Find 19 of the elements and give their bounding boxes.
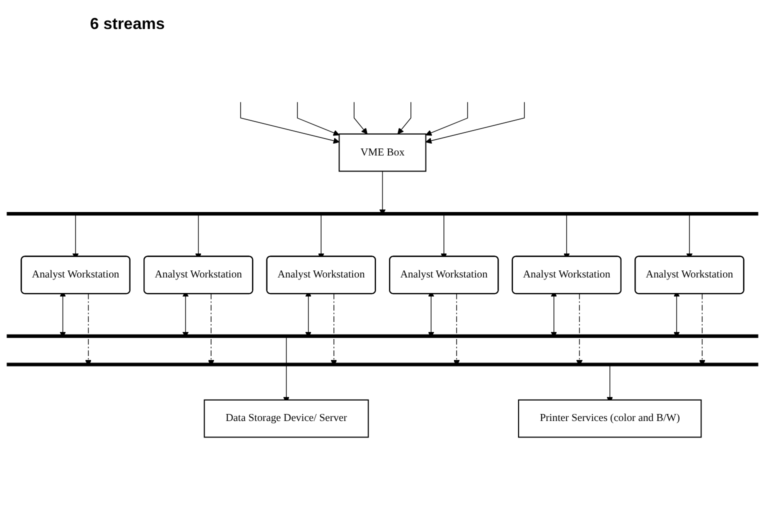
- arrow: [426, 102, 525, 144]
- process-box: VME Box: [338, 133, 426, 172]
- bus-line: [6, 334, 758, 338]
- bus-line: [6, 362, 758, 366]
- workstation-box: Analyst Workstation: [512, 256, 622, 294]
- workstation-box: Analyst Workstation: [266, 256, 376, 294]
- process-box: Data Storage Device/ Server: [204, 399, 369, 438]
- workstation-box: Analyst Workstation: [20, 256, 130, 294]
- workstation-box: Analyst Workstation: [144, 256, 254, 294]
- arrow: [426, 102, 468, 136]
- workstation-box: Analyst Workstation: [634, 256, 744, 294]
- arrow: [240, 102, 340, 144]
- arrow: [354, 102, 368, 134]
- arrow: [398, 102, 412, 134]
- note-text: 6 streams: [90, 16, 165, 34]
- bus-line: [6, 212, 758, 216]
- process-box: Printer Services (color and B/W): [518, 399, 702, 438]
- workstation-box: Analyst Workstation: [389, 256, 499, 294]
- arrow: [297, 102, 340, 136]
